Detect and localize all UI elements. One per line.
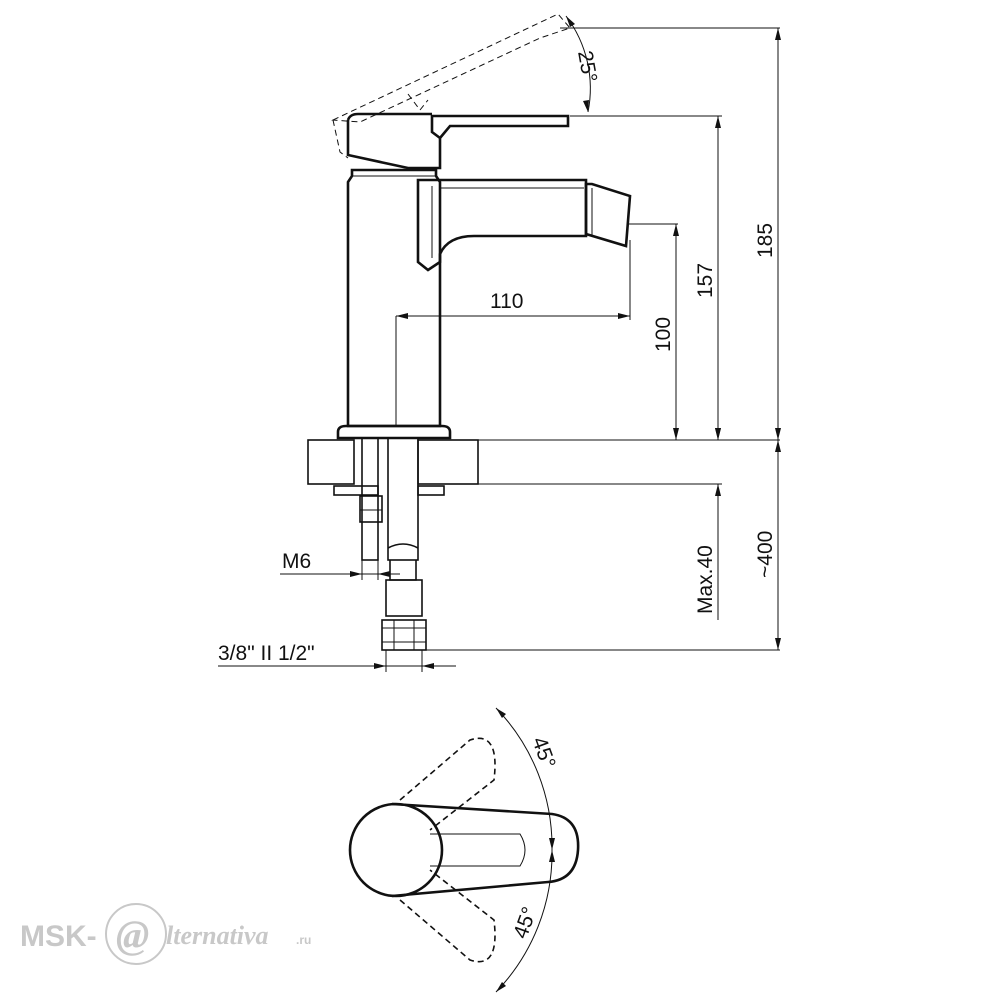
lever-height-label: 157 [694, 263, 717, 298]
counter-thickness-label: Max.40 [694, 545, 717, 614]
rotation-upper-label: 45° [527, 734, 559, 772]
hose-length-label: ~400 [754, 531, 777, 578]
watermark-script: lternativa [166, 921, 269, 950]
top-view-body-circle [348, 802, 444, 898]
spout-height-label: 100 [652, 317, 675, 352]
total-height-label: 185 [754, 223, 777, 258]
mounting-hardware [359, 437, 427, 651]
stud-thread-label: M6 [282, 550, 311, 573]
lever-handle [346, 112, 570, 170]
watermark-logo: MSK- @ lternativa .ru [20, 903, 311, 965]
hose-connection-label: 3/8" II 1/2" [218, 642, 315, 665]
rotated-handle-outlines [399, 737, 496, 963]
watermark-suffix: .ru [296, 933, 311, 947]
faucet-body [336, 168, 452, 440]
spout-reach-label: 110 [490, 290, 523, 313]
bidet-spout [416, 178, 632, 272]
faucet-side-view [307, 13, 632, 651]
handle-angle-label: 25° [573, 49, 601, 84]
dimension-lines [218, 15, 781, 672]
rotation-lower-label: 45° [509, 904, 541, 942]
top-view-lever [391, 802, 580, 898]
watermark-prefix: MSK- [20, 920, 97, 953]
raised-handle-outline [331, 13, 571, 159]
faucet-top-view [348, 707, 580, 993]
countertop-section [307, 439, 479, 496]
svg-text:@: @ [116, 912, 149, 957]
